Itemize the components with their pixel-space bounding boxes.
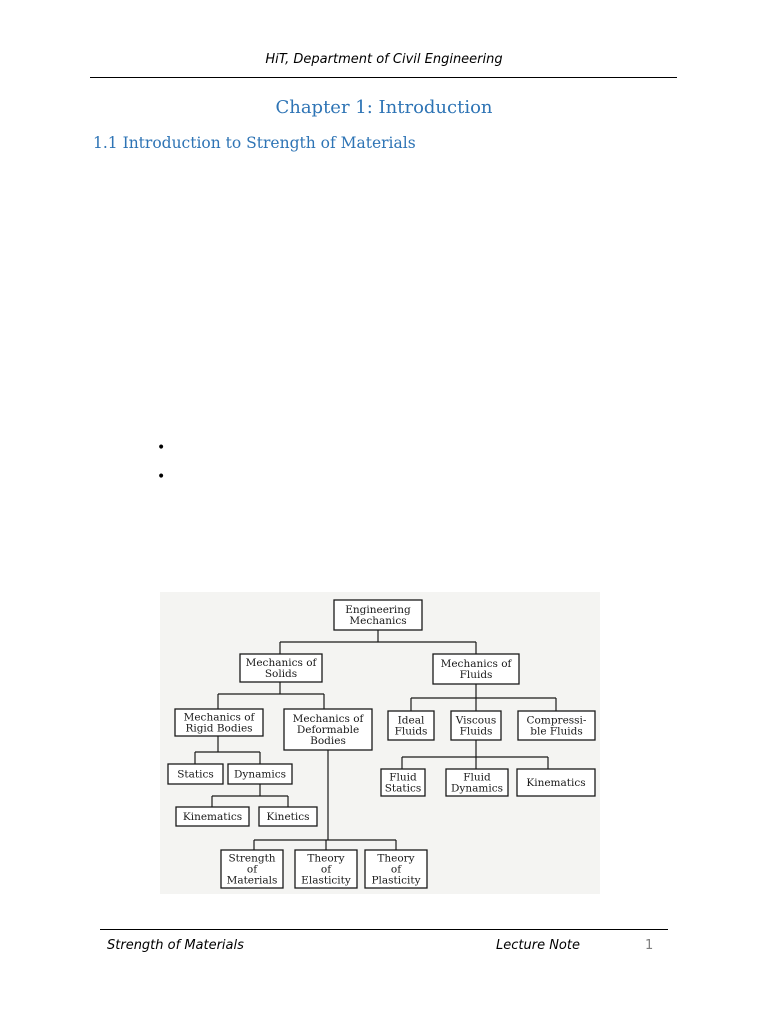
diagram-node-label: Fluid — [463, 772, 491, 784]
diagram-node-box — [364, 849, 428, 889]
diagram-node-label: Dynamics — [451, 783, 503, 795]
diagram-node-label: Rigid Bodies — [185, 723, 252, 735]
diagram-node-label: Kinematics — [183, 811, 242, 823]
diagram-node-statics: Statics — [167, 763, 224, 785]
diagram-node-label: of — [321, 864, 332, 876]
diagram-node-box — [167, 763, 224, 785]
diagram-node-label: Bodies — [310, 735, 346, 747]
diagram-node-label: ble Fluids — [530, 726, 583, 738]
diagram-node-label: Kinematics — [526, 777, 585, 789]
diagram-node-box — [258, 806, 318, 827]
diagram-node-label: Viscous — [455, 715, 497, 727]
diagram-connectors — [194, 630, 557, 850]
diagram-node-label: Deformable — [297, 724, 359, 736]
footer-course-title: Strength of Materials — [107, 938, 244, 953]
chapter-title: Chapter 1: Introduction — [275, 97, 493, 118]
diagram-node-dynamics: Dynamics — [227, 763, 293, 785]
section-heading: 1.1 Introduction to Strength of Material… — [93, 134, 416, 152]
diagram-node-box — [445, 768, 509, 797]
diagram-node-label: Statics — [177, 769, 214, 781]
diagram-node-compressible-fluids: Compressi-ble Fluids — [517, 710, 596, 741]
footer-rule — [100, 929, 668, 930]
footer-document-type: Lecture Note — [496, 938, 580, 953]
footer-page-number: 1 — [645, 938, 654, 953]
diagram-node-label: Kinetics — [266, 811, 309, 823]
diagram-node-box — [450, 710, 502, 741]
diagram-node-label: Ideal — [398, 715, 425, 727]
diagram-node-box — [517, 710, 596, 741]
diagram-node-label: Mechanics of — [184, 712, 256, 724]
diagram-node-fluid-kinematics: Kinematics — [516, 768, 596, 797]
diagram-node-box — [239, 653, 323, 683]
diagram-node-box — [380, 768, 426, 797]
diagram-node-label: Fluids — [395, 726, 428, 738]
diagram-node-label: Materials — [227, 875, 278, 887]
diagram-node-box — [432, 653, 520, 685]
diagram-node-box — [387, 710, 435, 741]
diagram-background — [160, 592, 600, 894]
diagram-node-label: Theory — [307, 853, 344, 865]
diagram-node-label: of — [391, 864, 402, 876]
diagram-node-label: Fluids — [460, 669, 493, 681]
diagram-node-label: Mechanics of — [246, 657, 318, 669]
diagram-node-label: Dynamics — [234, 769, 286, 781]
diagram-node-label: Engineering — [345, 604, 411, 616]
diagram-node-label: Mechanics — [349, 615, 406, 627]
diagram-node-label: Elasticity — [301, 875, 351, 887]
diagram-node-box — [227, 763, 293, 785]
diagram-node-box — [516, 768, 596, 797]
bullet-marker: • — [157, 440, 166, 456]
bullet-marker: • — [157, 469, 166, 485]
diagram-node-box — [294, 849, 358, 889]
diagram-node-label: Plasticity — [371, 875, 420, 887]
diagram-node-label: Strength — [228, 853, 275, 865]
diagram-node-label: Fluids — [460, 726, 493, 738]
diagram-node-box — [175, 806, 250, 827]
diagram-node-kinematics: Kinematics — [175, 806, 250, 827]
header-rule — [90, 77, 677, 78]
diagram-node-label: Compressi- — [527, 715, 587, 727]
diagram-node-box — [283, 708, 373, 751]
diagram-node-label: Mechanics of — [441, 658, 513, 670]
diagram-node-label: of — [247, 864, 258, 876]
diagram-node-kinetics: Kinetics — [258, 806, 318, 827]
diagram-node-label: Solids — [265, 668, 297, 680]
page-header: HiT, Department of Civil Engineering — [265, 52, 503, 67]
diagram-node-box — [333, 599, 423, 631]
diagram-node-box — [174, 708, 264, 737]
diagram-node-label: Statics — [385, 783, 422, 795]
diagram-node-label: Mechanics of — [293, 713, 365, 725]
diagram-node-label: Fluid — [389, 772, 417, 784]
diagram-node-label: Theory — [377, 853, 414, 865]
diagram-node-box — [220, 849, 284, 889]
